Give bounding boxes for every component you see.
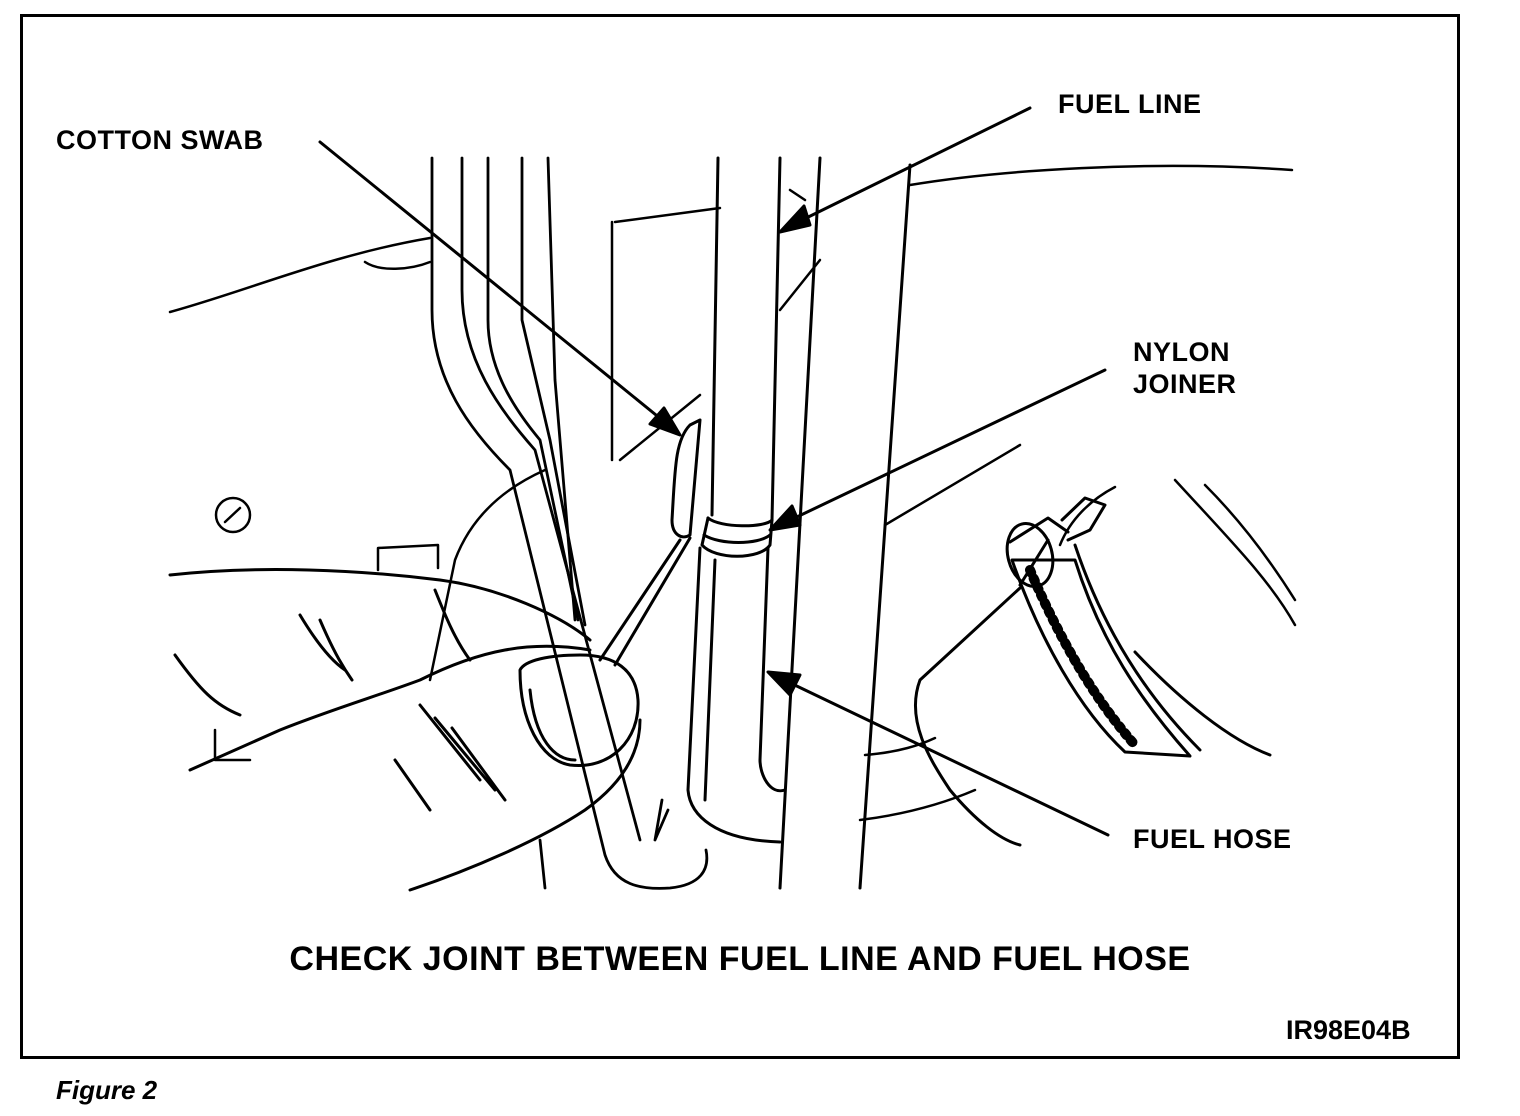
fuel-line-tube <box>710 156 782 522</box>
drawing-code: IR98E04B <box>1286 1015 1411 1045</box>
nylon-joiner <box>700 516 774 558</box>
nylon-joiner-leader <box>778 368 1107 527</box>
figure-number: Figure 2 <box>56 1075 158 1105</box>
cotton-swab <box>598 418 702 667</box>
fuel-hose-label: FUEL HOSE <box>1133 824 1292 854</box>
fuel-line-leader <box>788 106 1032 228</box>
cotton-swab-leader <box>318 140 674 430</box>
figure-caption: CHECK JOINT BETWEEN FUEL LINE AND FUEL H… <box>289 940 1191 978</box>
round-component <box>914 586 1272 847</box>
hand <box>168 568 642 892</box>
brake-pipes <box>430 156 709 890</box>
background-panel <box>168 164 1297 822</box>
nylon-joiner-label: NYLON JOINER <box>1133 337 1237 399</box>
nylon-joiner-arrowhead <box>768 504 802 532</box>
fuel-hose-leader <box>778 676 1110 837</box>
fuel-line-arrowhead <box>778 204 812 234</box>
cotton-swab-arrowhead <box>648 406 682 437</box>
fuel-hose-arrowhead <box>766 670 802 697</box>
fuel-hose <box>686 546 787 844</box>
figure-frame <box>20 14 1460 1059</box>
leader-arrows <box>318 106 1110 837</box>
hose-clamp <box>1005 496 1202 758</box>
cotton-swab-label: COTTON SWAB <box>56 125 264 155</box>
fuel-line-label: FUEL LINE <box>1058 89 1202 119</box>
